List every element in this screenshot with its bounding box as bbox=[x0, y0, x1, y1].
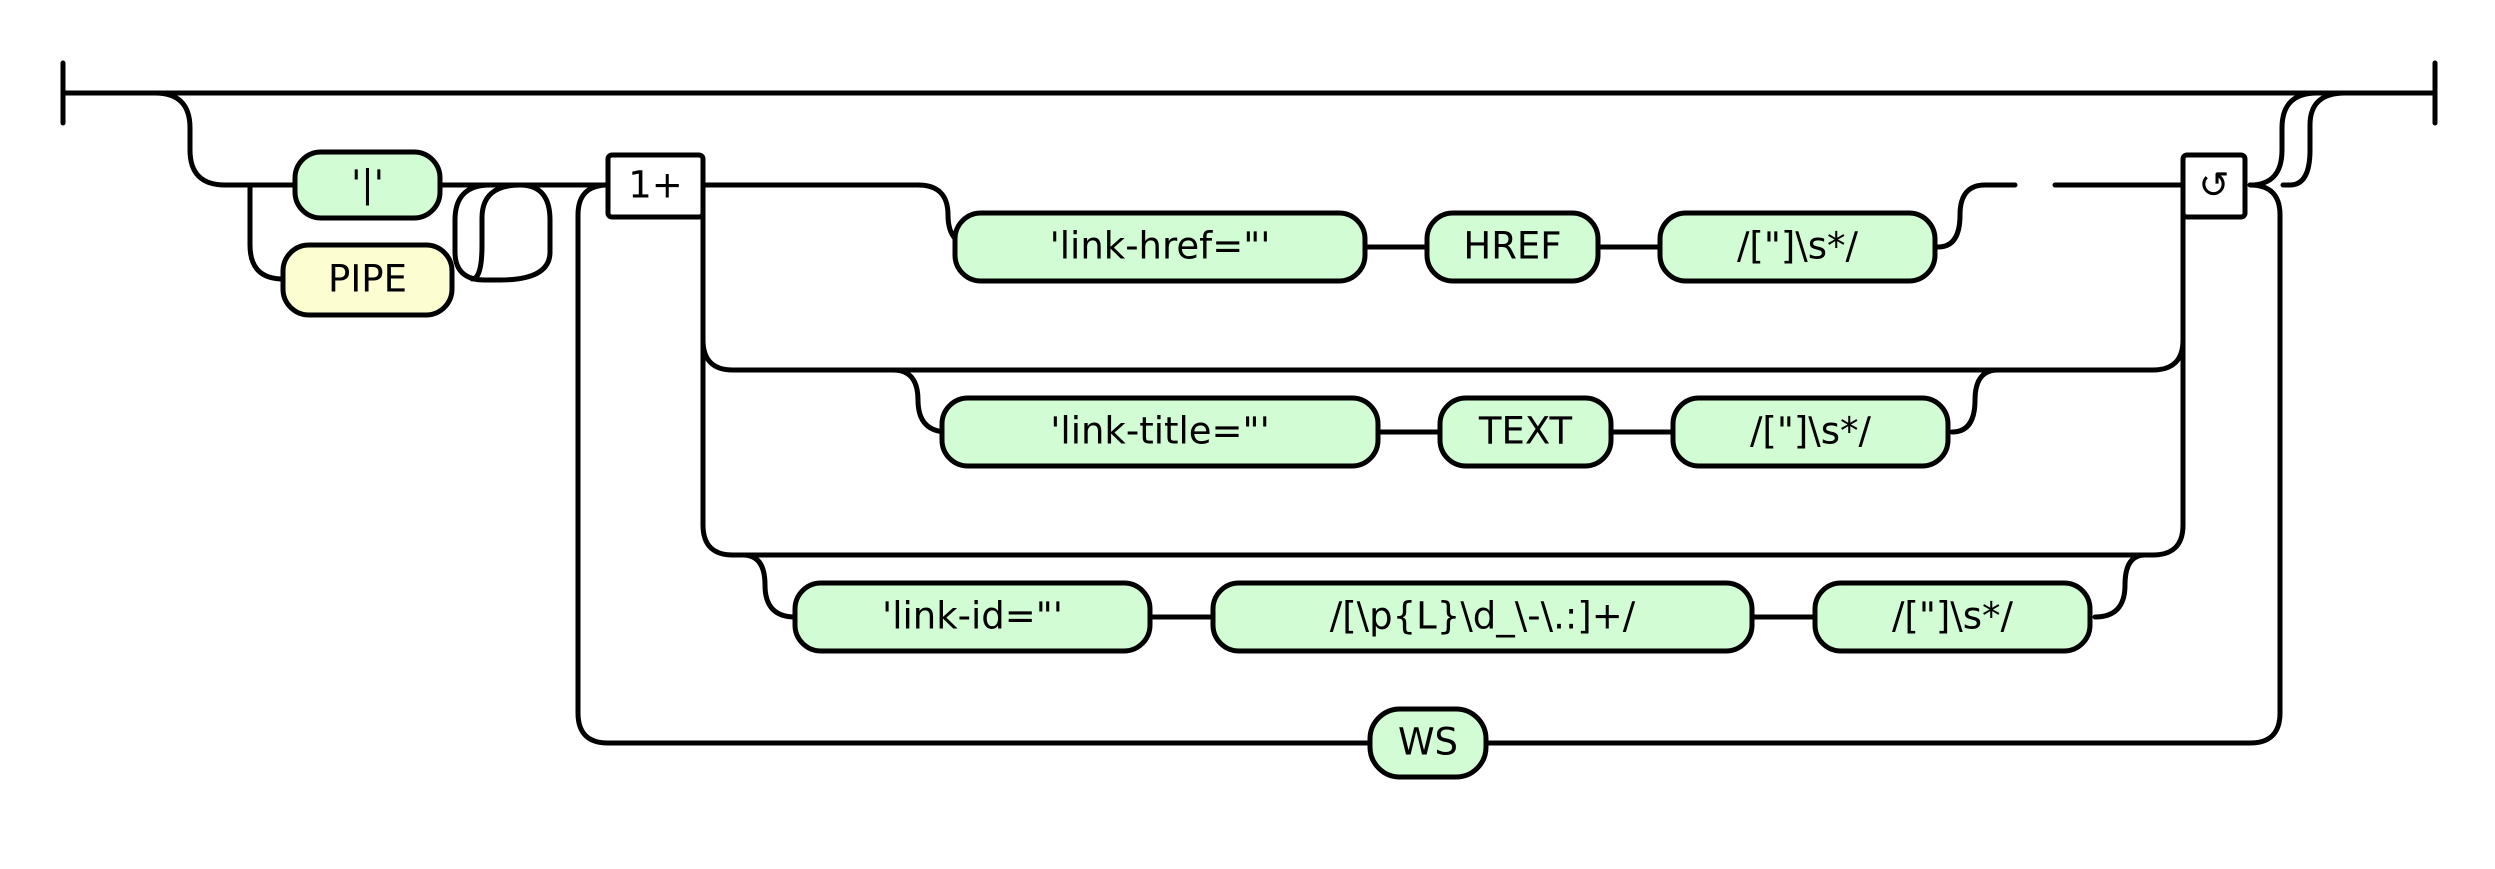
alt-2-item-2-box bbox=[1437, 395, 1614, 469]
alt-2-item-2: TEXT bbox=[1437, 395, 1614, 469]
alt-1-item-3-box bbox=[1657, 210, 1938, 284]
alt-1-item-2-label: HREF bbox=[1463, 225, 1561, 268]
alt-1-item-1-box bbox=[952, 210, 1368, 284]
repeat-one-or-more-box bbox=[605, 152, 706, 220]
nonterminal-pipe: PIPE bbox=[280, 242, 455, 318]
repeat-loop-marker-label: ↺ bbox=[2198, 164, 2229, 207]
alt-2-item-3: /["]\s*/ bbox=[1670, 395, 1951, 469]
alt-3-item-3-box bbox=[1812, 580, 2093, 654]
alt-3-item-1-box bbox=[792, 580, 1153, 654]
diagram-tracks bbox=[60, 60, 2438, 746]
alt-3-item-1: 'link-id="' bbox=[792, 580, 1153, 654]
alt-2-item-1-box bbox=[939, 395, 1381, 469]
ws-separator-label: WS bbox=[1398, 721, 1458, 764]
repeat-one-or-more-label: 1+ bbox=[628, 164, 683, 207]
alt-2-item-1: 'link-title="' bbox=[939, 395, 1381, 469]
alt-1-item-1: 'link-href="' bbox=[952, 210, 1368, 284]
alt-3-item-3-label: /["]\s*/ bbox=[1892, 595, 2014, 638]
alt-3-item-2-box bbox=[1210, 580, 1755, 654]
alt-1-item-2-box bbox=[1424, 210, 1601, 284]
terminal-pipe-label: '|' bbox=[351, 163, 384, 206]
ws-separator-box bbox=[1367, 706, 1489, 780]
alt-3-item-2: /[\p{L}\d_\-\.:]+/ bbox=[1210, 580, 1755, 654]
alt-2-item-3-label: /["]\s*/ bbox=[1750, 410, 1872, 453]
alt-2-item-1-label: 'link-title="' bbox=[1050, 410, 1270, 453]
alt-2-item-2-label: TEXT bbox=[1478, 410, 1573, 453]
alt-3-item-3: /["]\s*/ bbox=[1812, 580, 2093, 654]
alt-3-item-2-label: /[\p{L}\d_\-\.:]+/ bbox=[1330, 595, 1636, 638]
nonterminal-pipe-label: PIPE bbox=[328, 258, 407, 301]
terminal-pipe-box bbox=[292, 149, 443, 221]
repeat-loop-marker: ↺ bbox=[2180, 152, 2248, 220]
alt-1-item-2: HREF bbox=[1424, 210, 1601, 284]
repeat-one-or-more: 1+ bbox=[605, 152, 706, 220]
repeat-loop-marker-box bbox=[2180, 152, 2248, 220]
nonterminal-pipe-box bbox=[280, 242, 455, 318]
terminal-pipe: '|' bbox=[292, 149, 443, 221]
alt-1-item-3-label: /["]\s*/ bbox=[1737, 225, 1859, 268]
alt-3-item-1-label: 'link-id="' bbox=[882, 595, 1063, 638]
alt-2-item-3-box bbox=[1670, 395, 1951, 469]
alt-1-item-1-label: 'link-href="' bbox=[1050, 225, 1271, 268]
alt-1-item-3: /["]\s*/ bbox=[1657, 210, 1938, 284]
ws-separator: WS bbox=[1367, 706, 1489, 780]
